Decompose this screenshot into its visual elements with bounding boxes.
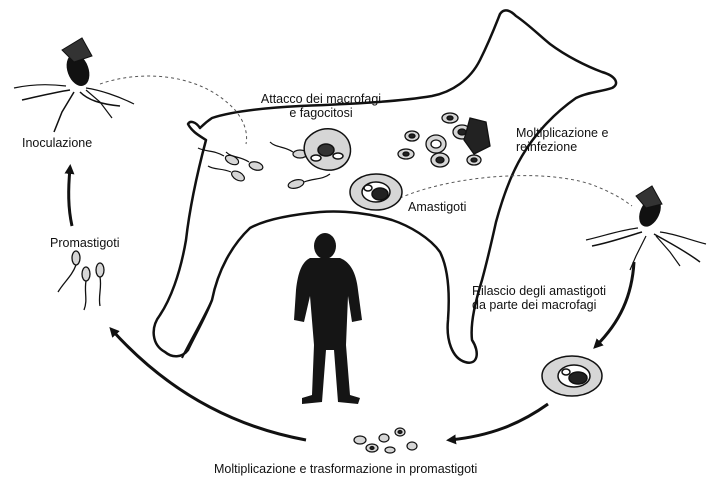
label-attack-line1: Attacco dei macrofagi bbox=[256, 92, 386, 106]
label-release-line1: Rilascio degli amastigoti bbox=[472, 284, 606, 298]
label-attack: Attacco dei macrofagi e fagocitosi bbox=[256, 92, 386, 120]
sandfly-top-left bbox=[14, 38, 134, 132]
label-release-line2: da parte dei macrofagi bbox=[472, 298, 606, 312]
cells-cluster-reinfection bbox=[398, 113, 490, 167]
label-promastigotes: Promastigoti bbox=[50, 236, 119, 250]
label-inoculation: Inoculazione bbox=[22, 136, 92, 150]
dog-front-leg bbox=[182, 300, 212, 358]
arrow-multiplication-to-promastigotes bbox=[112, 330, 306, 440]
promastigotes-left bbox=[58, 251, 104, 310]
dashed-path-left bbox=[100, 76, 247, 144]
label-multiplication-line1: Moltiplicazione e bbox=[516, 126, 608, 140]
sandfly-right bbox=[586, 186, 706, 270]
label-bottom-caption: Moltiplicazione e trasformazione in prom… bbox=[214, 462, 477, 476]
released-amastigote-cell bbox=[542, 356, 602, 396]
macrophage-cluster-attack bbox=[304, 129, 350, 170]
label-multiplication-reinfection: Moltiplicazione e reinfezione bbox=[516, 126, 608, 154]
label-multiplication-line2: reinfezione bbox=[516, 140, 608, 154]
label-attack-line2: e fagocitosi bbox=[256, 106, 386, 120]
amastigote-cell-in-dog bbox=[350, 174, 402, 210]
arrow-promastigotes-to-inoculation bbox=[69, 168, 72, 226]
human-silhouette bbox=[294, 233, 362, 404]
label-amastigotes: Amastigoti bbox=[408, 200, 466, 214]
arrow-release-to-multiplication bbox=[450, 404, 548, 440]
small-cells-bottom bbox=[354, 428, 417, 453]
label-release: Rilascio degli amastigoti da parte dei m… bbox=[472, 284, 606, 312]
